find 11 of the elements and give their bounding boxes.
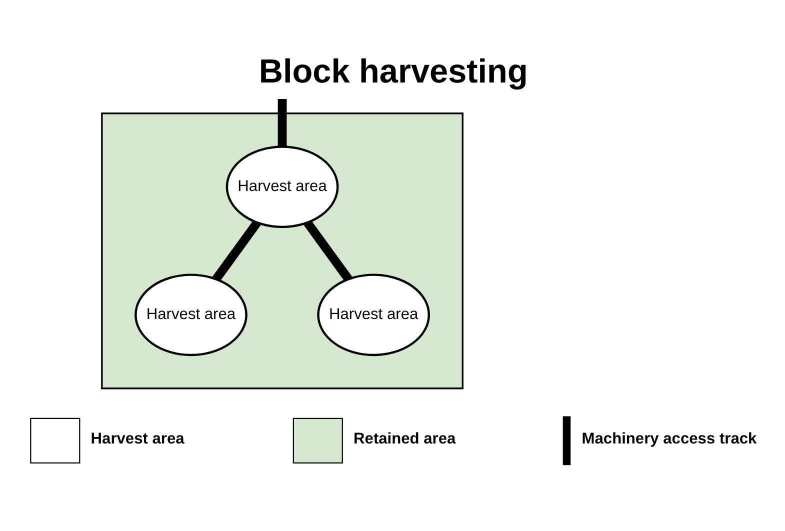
node-ellipse: Harvest area (226, 146, 339, 228)
node-ellipse: Harvest area (317, 274, 430, 356)
cluster (101, 112, 464, 390)
connector (278, 98, 287, 146)
legend-label: Retained area (354, 430, 456, 448)
node-ellipse: Harvest area (134, 274, 248, 356)
connector (212, 220, 261, 282)
diagram-title: Block harvesting (258, 54, 528, 91)
legend-label: Machinery access track (582, 430, 757, 448)
connector (304, 220, 352, 282)
legend-label: Harvest area (90, 430, 184, 448)
